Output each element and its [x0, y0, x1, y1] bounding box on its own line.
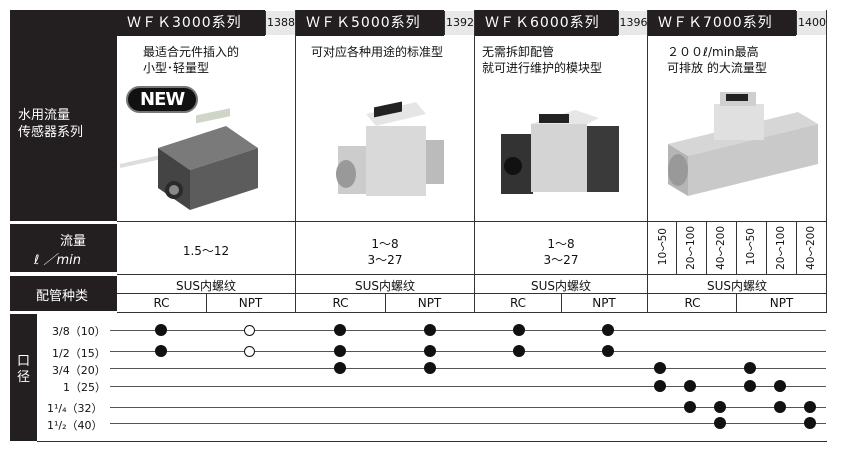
- product-image-wfk7000: [668, 92, 818, 196]
- availability-dot: [774, 401, 786, 413]
- flow-value-wfk3000: 1.5～12: [182, 244, 230, 258]
- availability-dot: [602, 345, 614, 357]
- page-number-1400: 1400: [796, 11, 827, 35]
- desc-line2: 就可进行维护的模块型: [482, 61, 603, 75]
- page-number-1396: 1396: [618, 11, 648, 35]
- title-line2: 传感器系列: [18, 125, 84, 140]
- product-image-wfk6000: [501, 110, 619, 194]
- flow-line1: 1～8: [547, 237, 575, 251]
- availability-dot: [334, 362, 346, 374]
- desc-line2: 小型･轻量型: [143, 61, 210, 75]
- availability-dot: [424, 362, 436, 374]
- new-badge: NEW: [126, 86, 199, 113]
- sus-label-wfk7000: SUS内螺纹: [706, 279, 768, 293]
- title-cell: 水用流量 传感器系列: [10, 10, 117, 221]
- flow-wfk7000-1: 10～50: [657, 228, 669, 266]
- flow-wfk7000-3: 40～200: [715, 226, 727, 270]
- flow-wfk7000-4: 10～50: [745, 228, 757, 266]
- diameter-label-cell: 口 径: [10, 314, 37, 441]
- availability-dot: [155, 345, 167, 357]
- flow-line1: 1～8: [371, 237, 399, 251]
- npt-wfk7000: NPT: [769, 296, 794, 310]
- product-image-wfk5000: [336, 101, 444, 196]
- availability-dot: [684, 380, 696, 392]
- npt-wfk3000: NPT: [238, 296, 263, 310]
- availability-dot: [513, 345, 525, 357]
- desc-line1: 可对应各种用途的标准型: [311, 45, 444, 59]
- product-header-wfk3000: ＷＦＫ3000系列: [117, 10, 265, 36]
- availability-dot: [155, 324, 167, 336]
- flow-value-wfk5000: 1～8 3～27: [296, 236, 474, 268]
- availability-dot: [513, 324, 525, 336]
- product-header-wfk6000: ＷＦＫ6000系列: [475, 10, 618, 36]
- size-label-40: 1¹/₂（40）: [47, 419, 103, 432]
- diameter-label-line1: 口: [17, 354, 31, 369]
- flow-value-wfk6000: 1～8 3～27: [475, 236, 647, 268]
- npt-wfk6000: NPT: [592, 296, 616, 310]
- availability-dot: [774, 380, 786, 392]
- page-number-1388: 1388: [265, 11, 296, 35]
- sus-label-wfk5000: SUS内螺纹: [354, 279, 416, 293]
- availability-dot: [804, 401, 816, 413]
- availability-dot: [424, 345, 436, 357]
- flow-wfk7000-2: 20～100: [685, 226, 697, 270]
- piping-label-cell: 配管种类: [10, 276, 117, 311]
- availability-dot: [714, 417, 726, 429]
- title-line1: 水用流量: [18, 108, 71, 123]
- flow-label-cell: 流量 ℓ ／min: [10, 224, 117, 272]
- diameter-label-line2: 径: [17, 370, 31, 385]
- sus-label-wfk3000: SUS内螺纹: [175, 279, 237, 293]
- rc-wfk5000: RC: [332, 296, 349, 310]
- product-desc-wfk7000: ２００ℓ/min最高 可排放 的大流量型: [667, 44, 827, 76]
- availability-dot: [744, 380, 756, 392]
- availability-dot: [744, 362, 756, 374]
- flow-wfk7000-5: 20～100: [775, 226, 787, 270]
- product-image-wfk3000: [119, 108, 258, 210]
- availability-dot: [424, 324, 436, 336]
- desc-line1: 无需拆卸配管: [482, 45, 555, 59]
- availability-dot: [804, 417, 816, 429]
- size-label-25: 1（25）: [63, 381, 106, 394]
- npt-wfk5000: NPT: [417, 296, 442, 310]
- size-label-10: 3/8（10）: [52, 325, 106, 338]
- availability-dot: [334, 324, 346, 336]
- size-label-20: 3/4（20）: [52, 364, 106, 377]
- flow-wfk7000-6: 40～200: [805, 226, 817, 270]
- page-number-1392: 1392: [444, 11, 475, 35]
- rc-wfk7000: RC: [684, 296, 701, 310]
- product-desc-wfk6000: 无需拆卸配管 就可进行维护的模块型: [482, 44, 632, 76]
- rc-wfk6000: RC: [509, 296, 527, 310]
- size-label-15: 1/2（15）: [52, 347, 106, 360]
- availability-dot: [602, 324, 614, 336]
- product-desc-wfk5000: 可对应各种用途的标准型: [311, 44, 471, 60]
- rc-wfk3000: RC: [153, 296, 170, 310]
- size-label-32: 1¹/₄（32）: [47, 402, 103, 415]
- flow-label-line2: ℓ ／min: [34, 253, 82, 268]
- desc-line1: ２００ℓ/min最高: [667, 45, 759, 59]
- availability-dot: [714, 401, 726, 413]
- product-header-wfk7000: ＷＦＫ7000系列: [648, 10, 796, 36]
- product-header-wfk5000: ＷＦＫ5000系列: [296, 10, 444, 36]
- flow-line2: 3～27: [367, 253, 403, 267]
- availability-dot: [654, 362, 666, 374]
- availability-ring: [244, 346, 255, 357]
- flow-line2: 3～27: [543, 253, 579, 267]
- piping-label: 配管种类: [36, 289, 89, 304]
- desc-line1: 最适合元件插入的: [143, 45, 240, 59]
- product-desc-wfk3000: 最适合元件插入的 小型･轻量型: [143, 44, 293, 76]
- availability-ring: [244, 325, 255, 336]
- flow-label-line1: 流量: [60, 234, 87, 249]
- availability-dot: [684, 401, 696, 413]
- desc-line2: 可排放 的大流量型: [667, 61, 767, 75]
- availability-dot: [654, 380, 666, 392]
- sus-label-wfk6000: SUS内螺纹: [530, 279, 592, 293]
- availability-dot: [334, 345, 346, 357]
